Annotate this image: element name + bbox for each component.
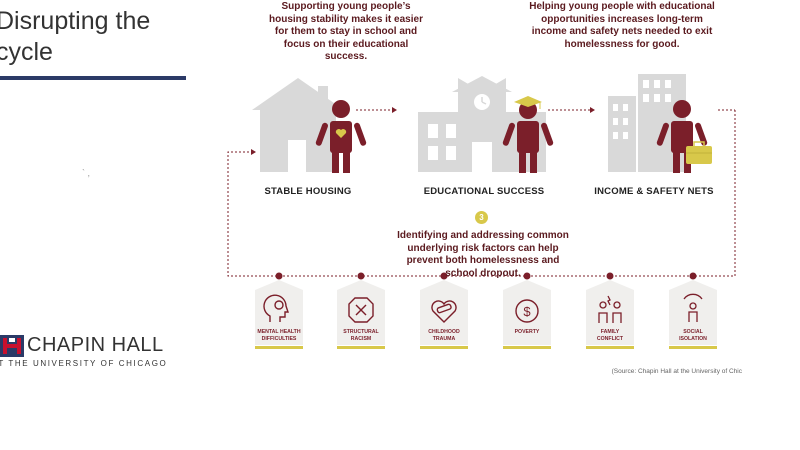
stray-mark: ` , [82,168,90,178]
logo-subtitle: AT THE UNIVERSITY OF CHICAGO [0,359,168,368]
youth-figure-heart-icon [315,100,367,173]
chapin-hall-logo: CHAPIN HALL AT THE UNIVERSITY OF CHICAGO [0,334,190,374]
risk-bar [503,346,551,349]
title-underline [0,76,186,80]
stop-x-icon [348,297,374,323]
loop-nodes [275,272,697,280]
step-number-badge: 3 [475,211,488,224]
dollar-icon: $ [515,299,539,323]
risk-factors-caption: Identifying and addressing common underl… [397,230,569,279]
bandaged-heart-icon [431,300,457,323]
education-caption: Helping young people with educational op… [529,1,715,50]
stage-label-educational-success: EDUCATIONAL SUCCESS [423,186,545,197]
arrow-housing-to-education [356,107,397,113]
risk-bar [337,346,385,349]
logo-wordmark: CHAPIN HALL [27,334,164,356]
source-note: (Source: Chapin Hall at the University o… [611,368,742,375]
briefcase-figure-icon [656,100,712,173]
risk-bar [255,346,303,349]
slide-title: Disrupting the cycle [0,7,151,66]
risk-bar [586,346,634,349]
stage-label-stable-housing: STABLE HOUSING [264,186,352,197]
risk-tiles [255,280,717,345]
house-icon [252,78,344,172]
brain-head-icon [263,294,289,322]
risk-bar [420,346,468,349]
stage-label-income-safety-nets: INCOME & SAFETY NETS [594,186,714,197]
chapin-hall-logo-icon [0,335,24,357]
arrow-education-to-income [548,107,595,113]
svg-text:$: $ [523,304,531,319]
housing-caption: Supporting young people’s housing stabil… [269,1,423,62]
graduate-figure-icon [502,96,554,173]
isolated-person-icon [683,293,703,322]
feedback-loop [227,110,736,277]
arguing-people-icon [598,295,622,323]
risk-bar [669,346,717,349]
loop-arrowhead-icon [251,149,256,155]
risk-label-poverty: POVERTY [514,329,540,335]
